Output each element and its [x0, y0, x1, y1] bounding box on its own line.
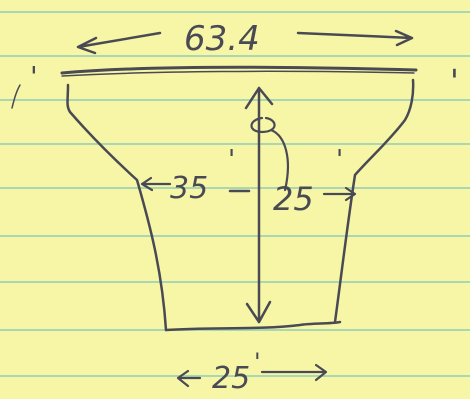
- top-right-arrow: [296, 29, 414, 47]
- stray-mark: [11, 84, 21, 109]
- top-width-label: 63.4: [184, 19, 260, 59]
- centerline-symbol: [250, 116, 289, 192]
- bottom-width-mark: ': [254, 348, 261, 376]
- top-left-arrow: [76, 31, 162, 55]
- bottom-width-label: 25: [212, 361, 250, 396]
- right-outline: [333, 78, 415, 324]
- left-outline: [66, 83, 168, 332]
- middle-left-label: 35: [170, 171, 208, 206]
- middle-right-mark: ': [336, 145, 343, 175]
- bottom-right-arrow: [260, 363, 328, 382]
- top-edge-line: [60, 65, 418, 75]
- middle-right-label: 25: [273, 180, 314, 218]
- middle-left-arrow: [140, 176, 172, 192]
- top-edge-line: [61, 70, 415, 77]
- middle-left-mark: ': [228, 145, 235, 175]
- bottom-left-arrow: [176, 369, 202, 388]
- top-right-edge-mark: ': [450, 62, 459, 100]
- bottom-edge-line: [164, 320, 342, 332]
- middle-right-arrow: [322, 186, 357, 202]
- center-vertical-arrow: [244, 86, 274, 324]
- top-left-edge-mark: ': [30, 60, 38, 93]
